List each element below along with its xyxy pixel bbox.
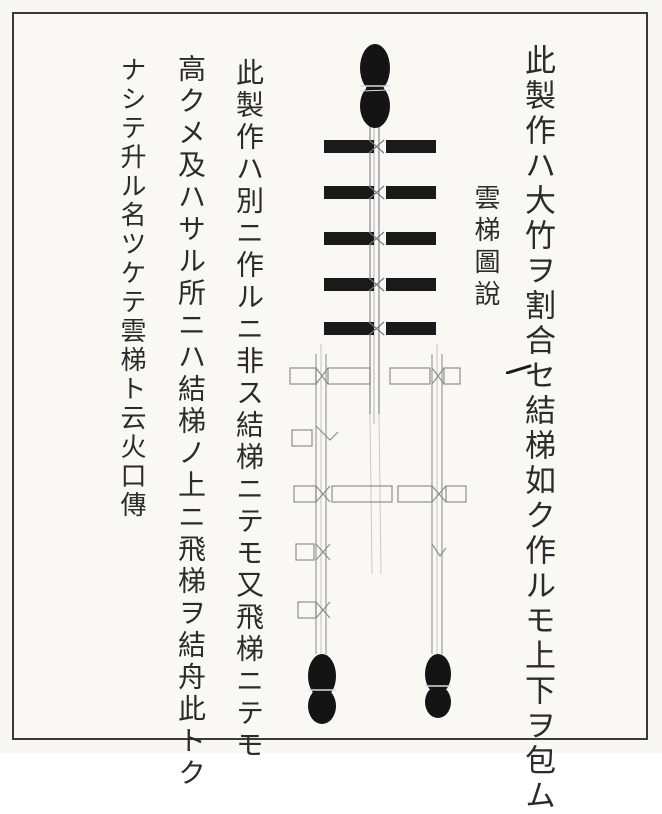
text-column-4: ナシテ升ル名ツケテ雲梯ト云火口傳: [116, 56, 146, 520]
text-column-3: 高クメ及ハサル所ニハ結梯ノ上ニ飛梯ヲ結舟此トク: [174, 54, 207, 790]
pole-bottom-caps: [308, 654, 451, 724]
cloud-ladder-illustration: [289, 44, 467, 724]
lower-left-pole: [315, 344, 327, 662]
lower-rungs: [289, 367, 467, 619]
document-frame: 此製作ハ大竹ヲ割合セ結梯如ク作ルモ上下ヲ包ム 雲梯圖說 此製作ハ別ニ作ルニ非ス結…: [12, 12, 648, 814]
text-column-2: 此製作ハ別ニ作ルニ非ス結梯ニテモ又飛梯ニテモ: [232, 58, 265, 762]
upper-rungs: [324, 139, 436, 336]
upper-pole: [369, 74, 380, 424]
lower-right-pole: [431, 344, 443, 662]
text-column-1: 此製作ハ大竹ヲ割合セ結梯如ク作ルモ上下ヲ包ム: [519, 44, 555, 814]
brush-tick-mark: [506, 364, 532, 374]
lower-center-pole: [369, 413, 382, 575]
document-title: 雲梯圖說: [470, 184, 500, 312]
pole-top-cap: [359, 44, 391, 128]
